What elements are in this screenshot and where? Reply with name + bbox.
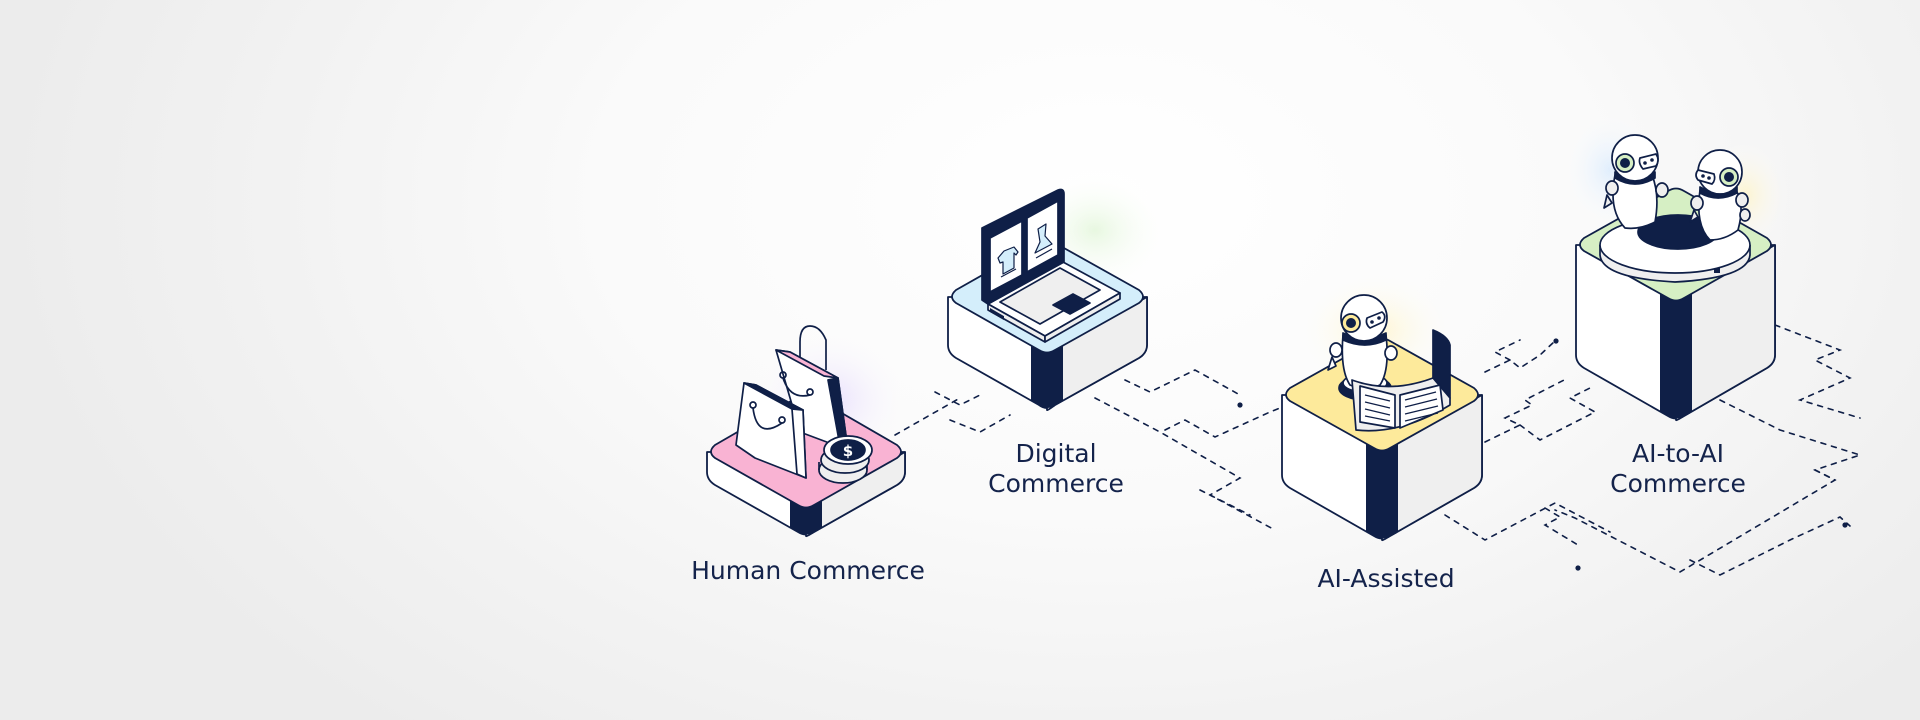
laptop-with-clothing-icon (981, 188, 1121, 343)
shopping-bags-and-coins-icon: $ (735, 325, 873, 484)
connector-nodes (1237, 338, 1848, 571)
ai-to-ai-platform (1575, 187, 1776, 422)
stage-label-ai-assisted: AI-Assisted (1317, 564, 1454, 594)
label-line: Human Commerce (691, 556, 925, 585)
label-line: Commerce (1610, 469, 1746, 498)
robot-with-document-icon (1327, 294, 1451, 432)
dashed-connectors (894, 324, 1863, 576)
label-line: Digital (1015, 439, 1097, 468)
label-line: Commerce (988, 469, 1124, 498)
stage-label-human-commerce: Human Commerce (691, 556, 925, 586)
label-line: AI-Assisted (1317, 564, 1455, 593)
two-robots-icon (1599, 134, 1751, 283)
label-line: AI-to-AI (1631, 439, 1725, 468)
stage-label-ai-to-ai-commerce: AI-to-AI Commerce (1610, 439, 1746, 499)
svg-text:$: $ (843, 442, 853, 460)
stage-label-digital-commerce: Digital Commerce (988, 439, 1124, 499)
